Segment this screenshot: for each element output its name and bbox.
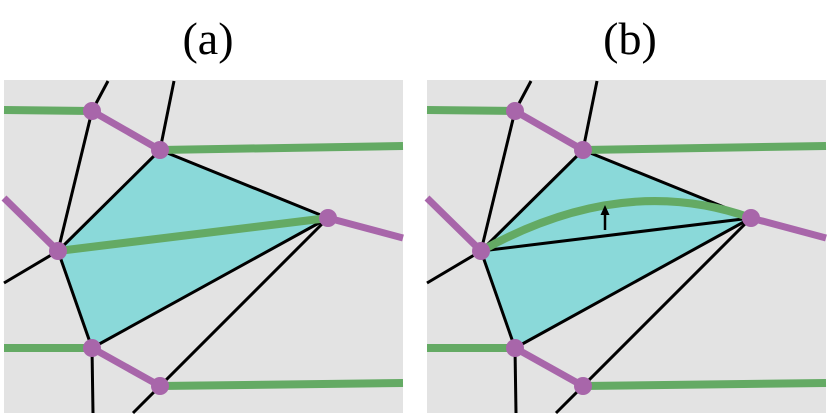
vertex-node (506, 102, 524, 120)
vertex-node (742, 209, 760, 227)
black-edge (56, 250, 94, 349)
purple-edge (750, 214, 827, 242)
black-edge (513, 347, 518, 414)
black-edge (56, 148, 162, 253)
black-edge (581, 80, 599, 151)
panel-b-label: (b) (603, 13, 657, 64)
vertex-node (151, 377, 169, 395)
black-edge (159, 148, 329, 220)
green-curved-edge (479, 197, 753, 255)
green-edge (57, 214, 329, 255)
green-edge (3, 106, 93, 115)
vertex-node (574, 377, 592, 395)
purple-edge (513, 344, 585, 390)
cyan-face (58, 150, 328, 348)
panel-a (1, 80, 404, 415)
vertex-node (83, 102, 101, 120)
green-edge (159, 142, 404, 154)
black-edge (3, 249, 59, 285)
panel-a-label: (a) (182, 13, 234, 64)
black-edge (91, 216, 329, 350)
green-edge (582, 379, 827, 390)
purple-edge (1, 195, 61, 254)
purple-edge (90, 107, 162, 154)
vertex-node (151, 141, 169, 159)
black-edge (480, 216, 752, 253)
black-edge (479, 110, 517, 252)
black-edge (158, 80, 176, 151)
vertex-node (83, 339, 101, 357)
black-edge (479, 250, 517, 349)
vertex-node (506, 339, 524, 357)
black-edge (426, 249, 482, 285)
purple-edge (90, 344, 162, 390)
black-edge (479, 148, 585, 253)
vertex-node (49, 242, 67, 260)
vertex-node (319, 209, 337, 227)
green-edge (159, 379, 404, 390)
purple-edge (327, 214, 404, 242)
vertex-node (574, 141, 592, 159)
purple-edge (513, 107, 585, 154)
vertex-node (472, 242, 490, 260)
black-edge (56, 110, 94, 252)
arrow-up-icon (600, 205, 610, 215)
black-edge (514, 216, 752, 350)
black-edge (90, 347, 95, 414)
purple-edge (424, 195, 484, 254)
green-edge (426, 106, 516, 115)
green-edge (582, 142, 827, 154)
panel-b (424, 80, 827, 415)
